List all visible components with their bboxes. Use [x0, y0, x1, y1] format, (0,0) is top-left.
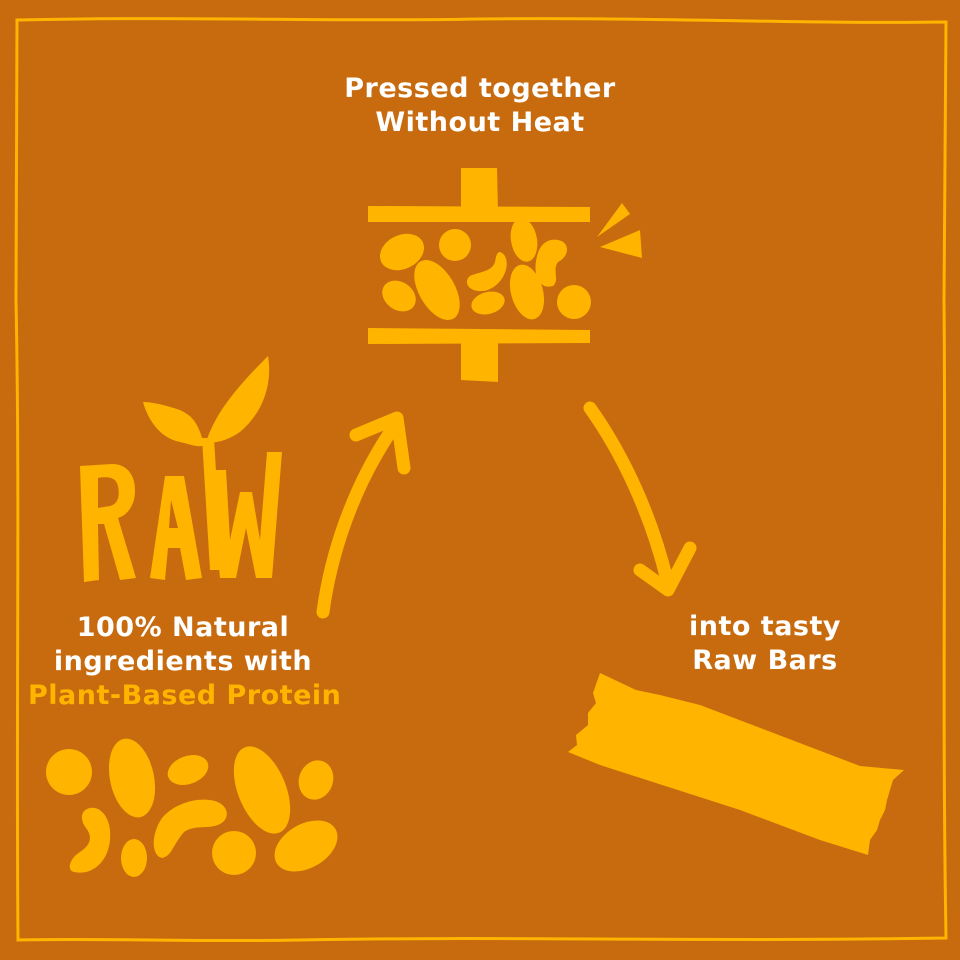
arrow-up-right-icon: [316, 411, 411, 619]
press-icon: [368, 168, 642, 382]
step-raw-caption: 100% Natural ingredients with Plant-Base…: [28, 611, 342, 713]
step-bars-line-2: Raw Bars: [692, 645, 838, 676]
impact-spark-2: [600, 230, 642, 258]
raw-bar-icon: [568, 673, 904, 855]
step-raw-line-2: ingredients with: [53, 646, 313, 677]
step-bars-line-1: into tasty: [688, 611, 842, 642]
step-pressed-line-2: Without Heat: [375, 107, 585, 138]
step-pressed-caption: Pressed together Without Heat: [330, 72, 630, 140]
step-raw-highlight: Plant-Based Protein: [28, 680, 342, 711]
impact-spark-1: [597, 203, 630, 237]
arrow-down-right-icon: [583, 401, 697, 597]
nuts-cluster-icon: [46, 738, 338, 877]
step-raw-line-1: 100% Natural: [76, 612, 290, 643]
raw-sprout-logo-icon: [80, 356, 282, 582]
step-bars-caption: into tasty Raw Bars: [680, 610, 850, 678]
step-pressed-line-1: Pressed together: [344, 73, 616, 104]
frame-border: [14, 17, 948, 943]
